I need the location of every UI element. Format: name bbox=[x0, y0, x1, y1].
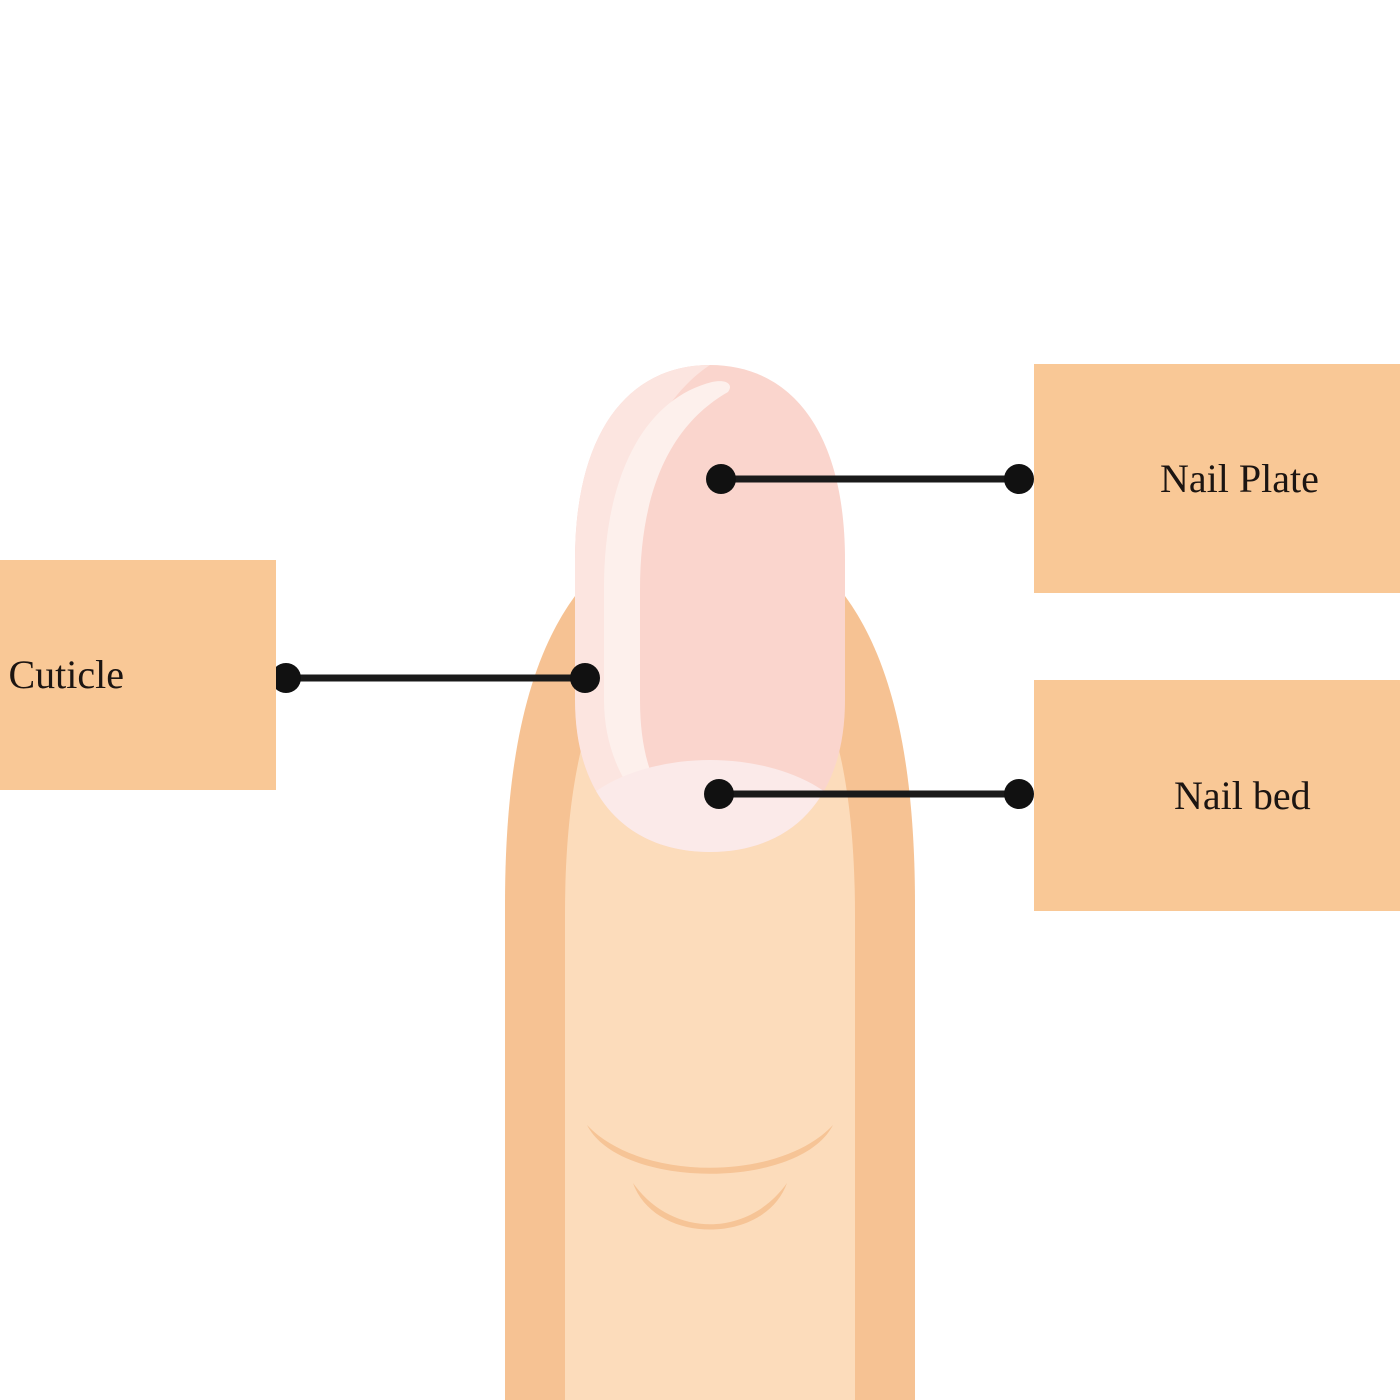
leader-dot-nail-plate-end bbox=[1004, 464, 1034, 494]
finger-creases bbox=[587, 1125, 833, 1230]
leader-dot-cuticle-end bbox=[570, 663, 600, 693]
label-text-nail-bed: Nail bed bbox=[1174, 772, 1311, 818]
leader-lines bbox=[271, 464, 1034, 809]
label-box-nail-bed[interactable]: Nail bed bbox=[1034, 680, 1400, 911]
nail-gloss-stripe bbox=[604, 381, 731, 840]
label-box-cuticle[interactable]: Cuticle bbox=[0, 560, 276, 790]
crease-line-upper bbox=[587, 1125, 833, 1174]
leader-cuticle bbox=[271, 663, 600, 693]
label-box-nail-plate[interactable]: Nail Plate bbox=[1034, 364, 1400, 593]
leader-dot-cuticle-start bbox=[271, 663, 301, 693]
crease-line-lower bbox=[633, 1183, 787, 1230]
lunula-shape bbox=[575, 760, 845, 852]
leader-dot-nail-plate-start bbox=[706, 464, 736, 494]
leader-nail-plate bbox=[706, 464, 1034, 494]
leader-dot-nail-bed-start bbox=[704, 779, 734, 809]
leader-nail-bed bbox=[704, 779, 1034, 809]
nail-plate-shape bbox=[575, 365, 845, 852]
leader-dot-nail-bed-end bbox=[1004, 779, 1034, 809]
label-text-cuticle: Cuticle bbox=[8, 652, 124, 697]
label-text-nail-plate: Nail Plate bbox=[1160, 455, 1319, 501]
